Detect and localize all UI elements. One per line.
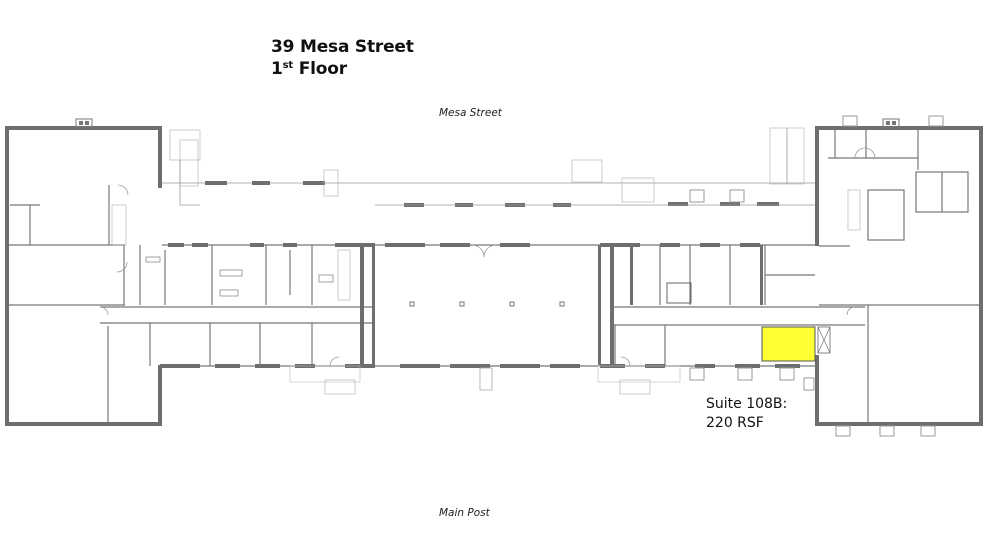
suite-name: Suite 108B: (706, 396, 788, 412)
plan-title: 39 Mesa Street 1st Floor (271, 36, 414, 80)
floor-label: 1st Floor (271, 59, 347, 79)
suite-label: Suite 108B: 220 RSF (706, 395, 787, 433)
right-wing (815, 115, 983, 437)
suite-area: 220 RSF (706, 415, 764, 431)
central-spine (99, 127, 865, 395)
suite-108b-highlight[interactable] (761, 326, 816, 362)
building-address: 39 Mesa Street (271, 37, 414, 57)
street-label-main-post: Main Post (439, 507, 490, 519)
street-label-mesa: Mesa Street (439, 107, 502, 119)
left-wing (5, 118, 162, 426)
